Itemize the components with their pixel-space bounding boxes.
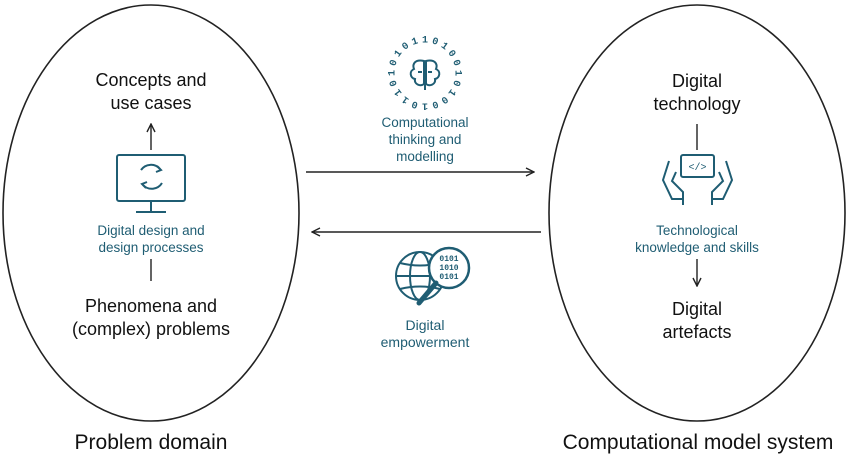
binary-digit: 0 — [388, 78, 400, 87]
monitor-cycle-icon — [116, 154, 186, 213]
computational-model-caption: Computational model system — [562, 431, 834, 454]
magnifier-binary-line: 1010 — [439, 264, 458, 273]
digital-technology-label: Digital technology — [653, 71, 741, 114]
binary-digit: 1 — [393, 86, 405, 97]
magnifier-binary-line: 0101 — [439, 255, 458, 264]
binary-digit: 1 — [388, 70, 399, 76]
binary-digit: 1 — [452, 70, 463, 76]
binary-digit: 0 — [430, 36, 439, 48]
binary-digit: 0 — [401, 41, 412, 53]
binary-digit: 0 — [430, 97, 439, 109]
binary-digit: 0 — [388, 59, 400, 68]
digital-design-label: Digital design and design processes — [97, 223, 205, 255]
binary-digit: 1 — [411, 36, 420, 48]
binary-digit: 0 — [449, 59, 461, 68]
binary-digit: 0 — [438, 93, 449, 105]
technological-knowledge-label: Technological knowledge and skills — [635, 223, 759, 255]
computational-thinking-label: Computational thinking and modelling — [381, 115, 469, 164]
digital-artefacts-label: Digital artefacts — [662, 299, 732, 342]
binary-digit: 1 — [401, 93, 412, 105]
problem-domain-ellipse — [2, 4, 300, 422]
svg-text:</>: </> — [688, 162, 706, 174]
binary-digit: 1 — [422, 100, 428, 111]
binary-digit: 1 — [393, 49, 405, 60]
binary-digit: 1 — [422, 36, 428, 47]
digital-empowerment-label: Digital empowerment — [380, 317, 470, 350]
binary-digit: 0 — [411, 97, 420, 109]
computational-model-ellipse — [548, 4, 846, 422]
binary-digit: 0 — [445, 49, 457, 60]
problem-domain-caption: Problem domain — [74, 431, 228, 454]
hands-code-icon: </> — [661, 154, 734, 205]
binary-digit: 0 — [449, 78, 461, 87]
magnifier-binary-line: 0101 — [439, 273, 458, 282]
phenomena-label: Phenomena and (complex) problems — [71, 296, 231, 339]
binary-digit: 1 — [445, 86, 457, 97]
binary-digit: 1 — [438, 41, 449, 53]
concepts-label: Concepts and use cases — [95, 70, 207, 113]
